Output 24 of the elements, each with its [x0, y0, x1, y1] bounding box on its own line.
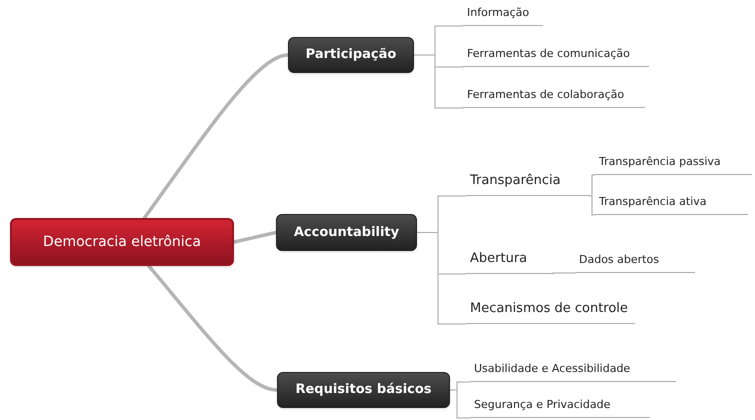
connector-line — [147, 264, 279, 392]
connector-line — [450, 390, 470, 418]
subtopic-label: Dados abertos — [575, 253, 695, 273]
subtopic-label: Abertura — [466, 251, 553, 274]
connector-line — [590, 196, 596, 216]
subtopic-label: Transparência ativa — [595, 195, 748, 215]
connector-line — [142, 53, 290, 220]
topic-box: Participação — [288, 37, 414, 73]
topic-box: Requisitos básicos — [277, 372, 450, 408]
topic-box: Accountability — [276, 214, 417, 251]
subtopic-label: Mecanismos de controle — [466, 301, 635, 324]
subtopic-label: Ferramentas de comunicação — [463, 47, 649, 67]
connector-line — [590, 174, 596, 196]
connector-line — [416, 232, 466, 324]
subtopic-label: Informação — [463, 6, 543, 26]
subtopic-label: Usabilidade e Acessibilidade — [470, 362, 676, 382]
connector-line — [414, 54, 464, 108]
central-topic-box: Democracia eletrônica — [10, 218, 234, 266]
subtopic-label: Transparência passiva — [595, 155, 752, 175]
subtopic-label: Ferramentas de colaboração — [463, 88, 645, 108]
connector-line — [552, 272, 576, 274]
subtopic-label: Segurança e Privacidade — [470, 398, 650, 418]
subtopic-label: Transparência — [466, 173, 590, 196]
connector-line — [232, 230, 278, 244]
